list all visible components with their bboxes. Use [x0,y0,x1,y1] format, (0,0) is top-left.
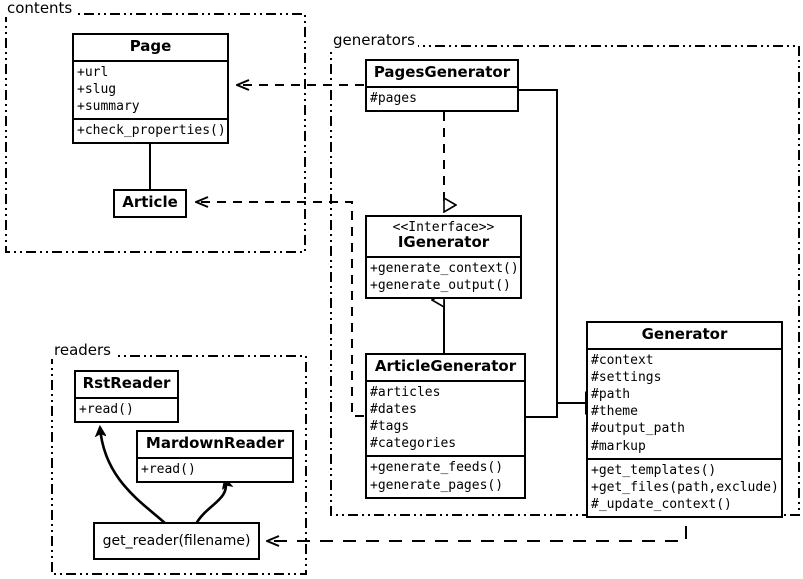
class-mardown-reader[interactable]: MardownReader +read() [136,430,294,483]
edge-articlegenerator-depends-article [197,202,364,417]
class-igenerator-separator-1 [367,256,520,259]
class-rst-reader-name: RstReader [82,374,171,392]
attribute-row: +url [77,64,109,80]
operation-row: +get_templates() [591,462,717,478]
class-article-generator-operations: +generate_feeds() +generate_pages() [367,457,524,496]
package-frame-generators [330,45,800,516]
class-igenerator[interactable]: <<Interface>> IGenerator +generate_conte… [365,215,522,300]
attribute-row: #categories [370,436,457,452]
operation-row: +check_properties() [77,123,226,139]
class-mardown-reader-name: MardownReader [145,434,285,452]
class-page-operations: +check_properties() [74,120,227,142]
attribute-row: #output_path [591,421,685,437]
edge-get-reader-to-mardownreader [194,479,226,525]
package-frame-contents [5,13,306,253]
class-igenerator-operations: +generate_context() +generate_output() [367,258,520,297]
class-igenerator-name: IGenerator [397,233,490,252]
attribute-row: #pages [370,90,417,106]
class-pages-generator-name: PagesGenerator [373,63,511,81]
class-page-name: Page [129,37,172,55]
class-article[interactable]: Article [113,189,187,218]
attribute-row: #tags [370,419,410,435]
package-frame-readers [51,355,307,575]
operation-row: +generate_pages() [370,477,504,493]
class-mardown-reader-separator-1 [138,456,292,459]
edge-get-reader-to-rstreader [100,427,167,525]
attribute-row: #context [591,352,654,368]
class-article-generator-separator-1 [367,379,524,382]
class-generator-operations: +get_templates() +get_files(path,exclude… [588,460,781,516]
attribute-row: #theme [591,404,638,420]
attribute-row: #settings [591,369,662,385]
package-label-contents: contents [4,0,76,17]
operation-row: #_update_context() [591,497,732,512]
class-article-generator-name: ArticleGenerator [374,357,517,375]
class-pages-generator[interactable]: PagesGenerator #pages [365,59,519,112]
class-generator[interactable]: Generator #context #settings #path #them… [586,321,783,519]
class-page[interactable]: Page +url +slug +summary +check_properti… [72,33,229,145]
package-label-readers: readers [51,341,114,359]
class-article-generator-separator-2 [367,455,524,458]
attribute-row: #articles [370,384,441,400]
attribute-row: +summary [77,99,140,115]
class-igenerator-stereotype: <<Interface>> [392,220,495,235]
operation-row: +generate_output() [370,278,511,294]
package-label-generators: generators [330,31,418,49]
class-article-generator-attributes: #articles #dates #tags #categories [367,382,524,456]
operation-row: +read() [141,461,196,477]
operation-row: +generate_feeds() [370,460,504,476]
attribute-row: +slug [77,81,117,97]
class-rst-reader-operations: +read() [76,399,177,421]
attribute-row: #markup [591,438,646,454]
class-generator-attributes: #context #settings #path #theme #output_… [588,350,781,458]
operation-row: +read() [79,401,134,417]
attribute-row: #dates [370,401,417,417]
class-page-separator-2 [74,118,227,121]
class-mardown-reader-operations: +read() [138,459,292,481]
class-page-separator-1 [74,59,227,62]
edge-articlegenerator-to-generator [526,411,558,418]
class-pages-generator-attributes: #pages [367,88,517,110]
class-page-attributes: +url +slug +summary [74,62,227,118]
operation-row: +get_files(path,exclude) [591,479,779,495]
operation-row: +generate_context() [370,261,519,277]
class-article-generator[interactable]: ArticleGenerator #articles #dates #tags … [365,353,526,499]
function-box-get-reader[interactable]: get_reader(filename) [93,522,260,560]
attribute-row: #path [591,387,631,403]
class-rst-reader-separator-1 [76,396,177,399]
function-box-get-reader-label: get_reader(filename) [102,533,251,549]
class-pages-generator-separator-1 [367,85,517,88]
class-article-name: Article [122,193,178,211]
class-generator-name: Generator [641,325,728,343]
class-rst-reader[interactable]: RstReader +read() [74,370,179,423]
edge-pagesgenerator-to-generator [519,89,558,411]
class-generator-separator-1 [588,347,781,350]
class-generator-separator-2 [588,457,781,460]
